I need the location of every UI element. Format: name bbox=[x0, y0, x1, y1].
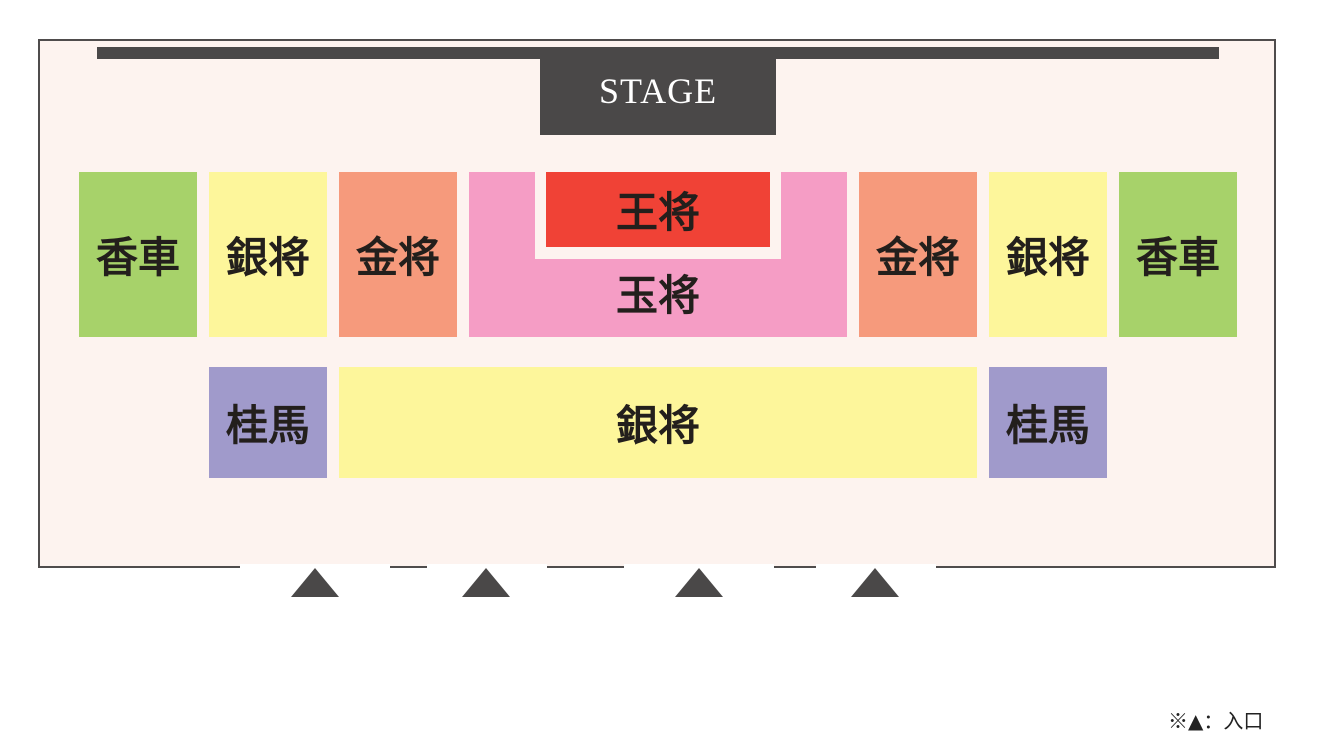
seat-block-ginsho-right[interactable]: 銀将 bbox=[989, 172, 1107, 337]
entrance-triangle-icon bbox=[851, 568, 899, 597]
seat-block-ginsho-center[interactable]: 銀将 bbox=[339, 367, 977, 478]
seat-block-ginsho-left[interactable]: 銀将 bbox=[209, 172, 327, 337]
seat-block-gyokusho[interactable]: 玉将 bbox=[469, 172, 847, 337]
seat-block-gyokusho-label: 玉将 bbox=[615, 271, 700, 320]
seat-block-keima-right[interactable]: 桂馬 bbox=[989, 367, 1107, 478]
stage: STAGE bbox=[540, 47, 776, 135]
seat-block-osho[interactable]: 王将 bbox=[546, 172, 770, 247]
seat-block-kinsho-left[interactable]: 金将 bbox=[339, 172, 457, 337]
entrance-triangle-icon bbox=[462, 568, 510, 597]
seat-block-kyosha-left[interactable]: 香車 bbox=[79, 172, 197, 337]
seat-block-keima-left[interactable]: 桂馬 bbox=[209, 367, 327, 478]
entrance-triangle-icon bbox=[291, 568, 339, 597]
legend-note: ※▲：入口 bbox=[1168, 709, 1264, 733]
seat-block-kinsho-right[interactable]: 金将 bbox=[859, 172, 977, 337]
entrance-triangle-icon bbox=[675, 568, 723, 597]
seat-block-kyosha-right[interactable]: 香車 bbox=[1119, 172, 1237, 337]
